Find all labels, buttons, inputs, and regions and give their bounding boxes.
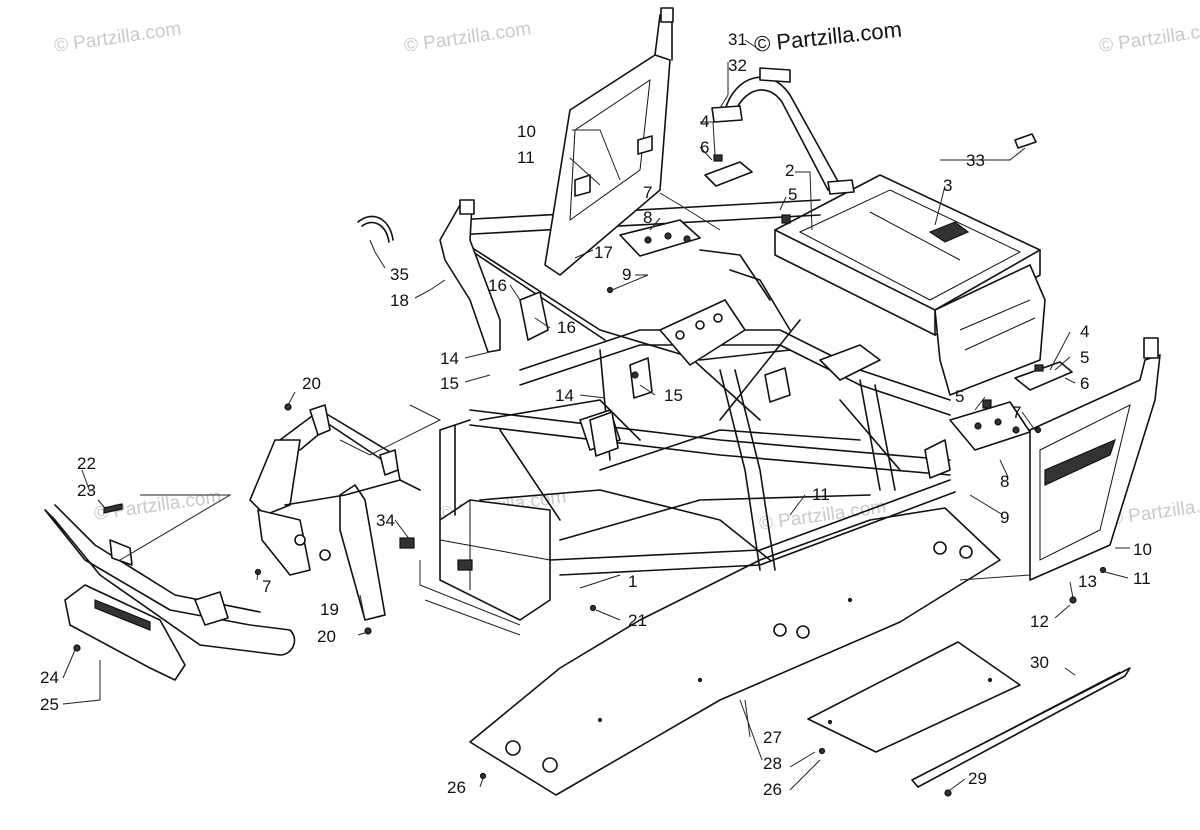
callout-34: 34 bbox=[376, 511, 395, 530]
callout-32: 32 bbox=[728, 56, 747, 75]
callout-7: 7 bbox=[643, 183, 652, 202]
callout-31: 31 bbox=[728, 30, 747, 49]
callout-8: 8 bbox=[1000, 472, 1009, 491]
callout-27: 27 bbox=[763, 728, 782, 747]
callout-1: 1 bbox=[628, 572, 637, 591]
callout-28: 28 bbox=[763, 754, 782, 773]
callout-7: 7 bbox=[262, 577, 271, 596]
callout-19: 19 bbox=[320, 600, 339, 619]
callout-13: 13 bbox=[1078, 572, 1097, 591]
callout-30: 30 bbox=[1030, 653, 1049, 672]
side-panel-left bbox=[544, 7, 674, 276]
rops-bar bbox=[711, 67, 855, 195]
bracket-set-top bbox=[619, 133, 1037, 257]
callout-20: 20 bbox=[302, 374, 321, 393]
callout-9: 9 bbox=[622, 265, 631, 284]
clamp-ring bbox=[357, 215, 394, 243]
watermark-text: © Partzilla.com bbox=[403, 18, 533, 57]
watermark-text: © Partzilla.com bbox=[1098, 18, 1200, 57]
callout-33: 33 bbox=[966, 151, 985, 170]
callout-3: 3 bbox=[943, 176, 952, 195]
bracket-set-right bbox=[949, 361, 1073, 451]
callout-17: 17 bbox=[594, 243, 613, 262]
side-panel-right bbox=[1029, 337, 1161, 581]
hinge-brackets bbox=[519, 291, 791, 457]
callout-5: 5 bbox=[788, 185, 797, 204]
callout-20: 20 bbox=[317, 627, 336, 646]
callout-21: 21 bbox=[628, 611, 647, 630]
callout-11: 11 bbox=[1133, 569, 1151, 588]
callout-6: 6 bbox=[1080, 374, 1089, 393]
callout-35: 35 bbox=[390, 265, 409, 284]
main-frame bbox=[439, 174, 1046, 621]
callout-4: 4 bbox=[1080, 322, 1089, 341]
callout-8: 8 bbox=[643, 208, 652, 227]
callout-11: 11 bbox=[517, 148, 535, 167]
callout-25: 25 bbox=[40, 695, 59, 714]
callout-5: 5 bbox=[1080, 348, 1089, 367]
callout-14: 14 bbox=[555, 386, 574, 405]
callout-12: 12 bbox=[1030, 612, 1049, 631]
hardware-dots bbox=[73, 286, 1107, 780]
callout-7: 7 bbox=[1012, 403, 1021, 422]
callout-5: 5 bbox=[955, 387, 964, 406]
callout-16: 16 bbox=[488, 276, 507, 295]
callout-14: 14 bbox=[440, 349, 459, 368]
callout-26: 26 bbox=[447, 778, 466, 797]
callout-23: 23 bbox=[77, 481, 96, 500]
callout-10: 10 bbox=[1133, 540, 1152, 559]
upright-post-left bbox=[439, 199, 501, 353]
front-bumper-frame bbox=[249, 404, 421, 621]
side-rail bbox=[911, 667, 1131, 797]
callout-26: 26 bbox=[763, 780, 782, 799]
callout-29: 29 bbox=[968, 769, 987, 788]
callout-numbers: 1 2 3 4 4 5 5 5 6 6 7 7 7 8 8 9 9 10 10 … bbox=[40, 30, 1152, 799]
watermark-main: © Partzilla.com bbox=[753, 17, 903, 57]
callout-9: 9 bbox=[1000, 508, 1009, 527]
callout-4: 4 bbox=[700, 112, 709, 131]
watermark-text: © Partzilla.com bbox=[53, 18, 183, 57]
callout-2: 2 bbox=[785, 161, 794, 180]
front-bumper-grille bbox=[44, 504, 296, 681]
callout-10: 10 bbox=[517, 122, 536, 141]
callout-15: 15 bbox=[440, 374, 459, 393]
callout-24: 24 bbox=[40, 668, 59, 687]
callout-18: 18 bbox=[390, 291, 409, 310]
callout-6: 6 bbox=[700, 138, 709, 157]
callout-22: 22 bbox=[77, 454, 96, 473]
skid-plate-rear bbox=[807, 641, 1021, 753]
skid-plate-main bbox=[469, 507, 1001, 796]
leader-lines bbox=[62, 39, 1130, 791]
callout-16: 16 bbox=[557, 318, 576, 337]
callout-15: 15 bbox=[664, 386, 683, 405]
callout-11: 11 bbox=[812, 485, 830, 504]
